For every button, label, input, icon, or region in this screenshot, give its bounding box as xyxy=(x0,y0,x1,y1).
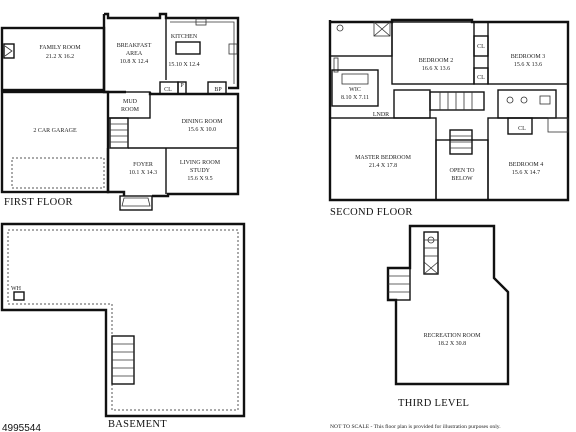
basement-plan xyxy=(0,222,246,418)
bedroom-3-walls xyxy=(487,21,569,85)
first-floor-stairs xyxy=(109,117,129,149)
bp-label: BP xyxy=(214,87,222,93)
second-floor-title: SECOND FLOOR xyxy=(330,207,413,218)
foyer-dim: 10.1 X 14.3 xyxy=(129,170,157,176)
bedroom-3-name: BEDROOM 3 xyxy=(511,54,546,60)
family-room-dim: 21.2 X 16.2 xyxy=(46,54,74,60)
bedroom-2-closet: CL xyxy=(477,44,485,50)
dining-dim: 15.6 X 10.0 xyxy=(188,127,216,133)
garage-name: 2 CAR GARAGE xyxy=(33,128,77,134)
front-porch xyxy=(119,195,153,211)
open-below-2: BELOW xyxy=(451,176,473,182)
mud-room-name-1: MUD xyxy=(123,99,138,105)
water-heater-label: WH xyxy=(11,286,22,292)
living-name-2: STUDY xyxy=(190,168,211,174)
first-floor-plan xyxy=(0,12,240,211)
water-heater xyxy=(13,291,25,301)
breakfast-dim: 10.8 X 12.4 xyxy=(120,59,148,65)
listing-id: 4995544 xyxy=(2,423,41,432)
first-floor-closet: CL xyxy=(164,87,172,93)
mud-room-name-2: ROOM xyxy=(121,107,140,113)
third-level-plan xyxy=(386,224,510,386)
pantry-label: P xyxy=(180,83,184,89)
second-floor-plan xyxy=(328,18,570,202)
bedroom-2-dim: 16.6 X 13.6 xyxy=(422,66,450,72)
bedroom-4-closet: CL xyxy=(518,126,526,132)
breakfast-name-2: AREA xyxy=(126,51,143,57)
wic-name: WIC xyxy=(349,87,361,93)
bedroom-3-dim: 15.6 X 13.6 xyxy=(514,62,542,68)
living-dim: 15.6 X 9.5 xyxy=(187,176,212,182)
bedroom-3-closet: CL xyxy=(477,75,485,81)
third-level-title: THIRD LEVEL xyxy=(398,398,469,409)
first-floor-title: FIRST FLOOR xyxy=(4,197,73,208)
wic-dim: 8.10 X 7.11 xyxy=(341,95,369,101)
third-level-stairs xyxy=(423,231,439,275)
wic xyxy=(331,69,379,107)
basement-title: BASEMENT xyxy=(108,419,167,430)
foyer-name: FOYER xyxy=(133,162,153,168)
bedroom-4-name: BEDROOM 4 xyxy=(509,162,544,168)
disclaimer: NOT TO SCALE - This floor plan is provid… xyxy=(330,423,501,430)
master-bath xyxy=(329,21,393,57)
breakfast-name-1: BREAKFAST xyxy=(117,43,152,49)
living-name-1: LIVING ROOM xyxy=(180,160,221,166)
kitchen-name: KITCHEN xyxy=(171,34,198,40)
dining-name: DINING ROOM xyxy=(182,119,223,125)
master-dim: 21.4 X 17.8 xyxy=(369,163,397,169)
bedroom-2-walls xyxy=(391,21,475,85)
recreation-name: RECREATION ROOM xyxy=(424,333,482,339)
hall-stairs xyxy=(429,91,485,111)
recreation-dim: 18.2 X 30.8 xyxy=(438,341,466,347)
garage-walls xyxy=(0,90,110,194)
bedroom-4-dim: 15.6 X 14.7 xyxy=(512,170,540,176)
garage-door xyxy=(11,157,105,189)
open-below-1: OPEN TO xyxy=(450,168,476,174)
fireplace xyxy=(3,43,15,59)
laundry-label: LNDR xyxy=(373,112,389,118)
bedroom-2-name: BEDROOM 2 xyxy=(419,58,454,64)
kitchen-dim: 15.10 X 12.4 xyxy=(168,62,199,68)
family-room-name: FAMILY ROOM xyxy=(39,45,81,51)
kitchen-island xyxy=(175,41,201,55)
bedroom-4-walls xyxy=(487,117,569,201)
master-name: MASTER BEDROOM xyxy=(355,155,412,161)
